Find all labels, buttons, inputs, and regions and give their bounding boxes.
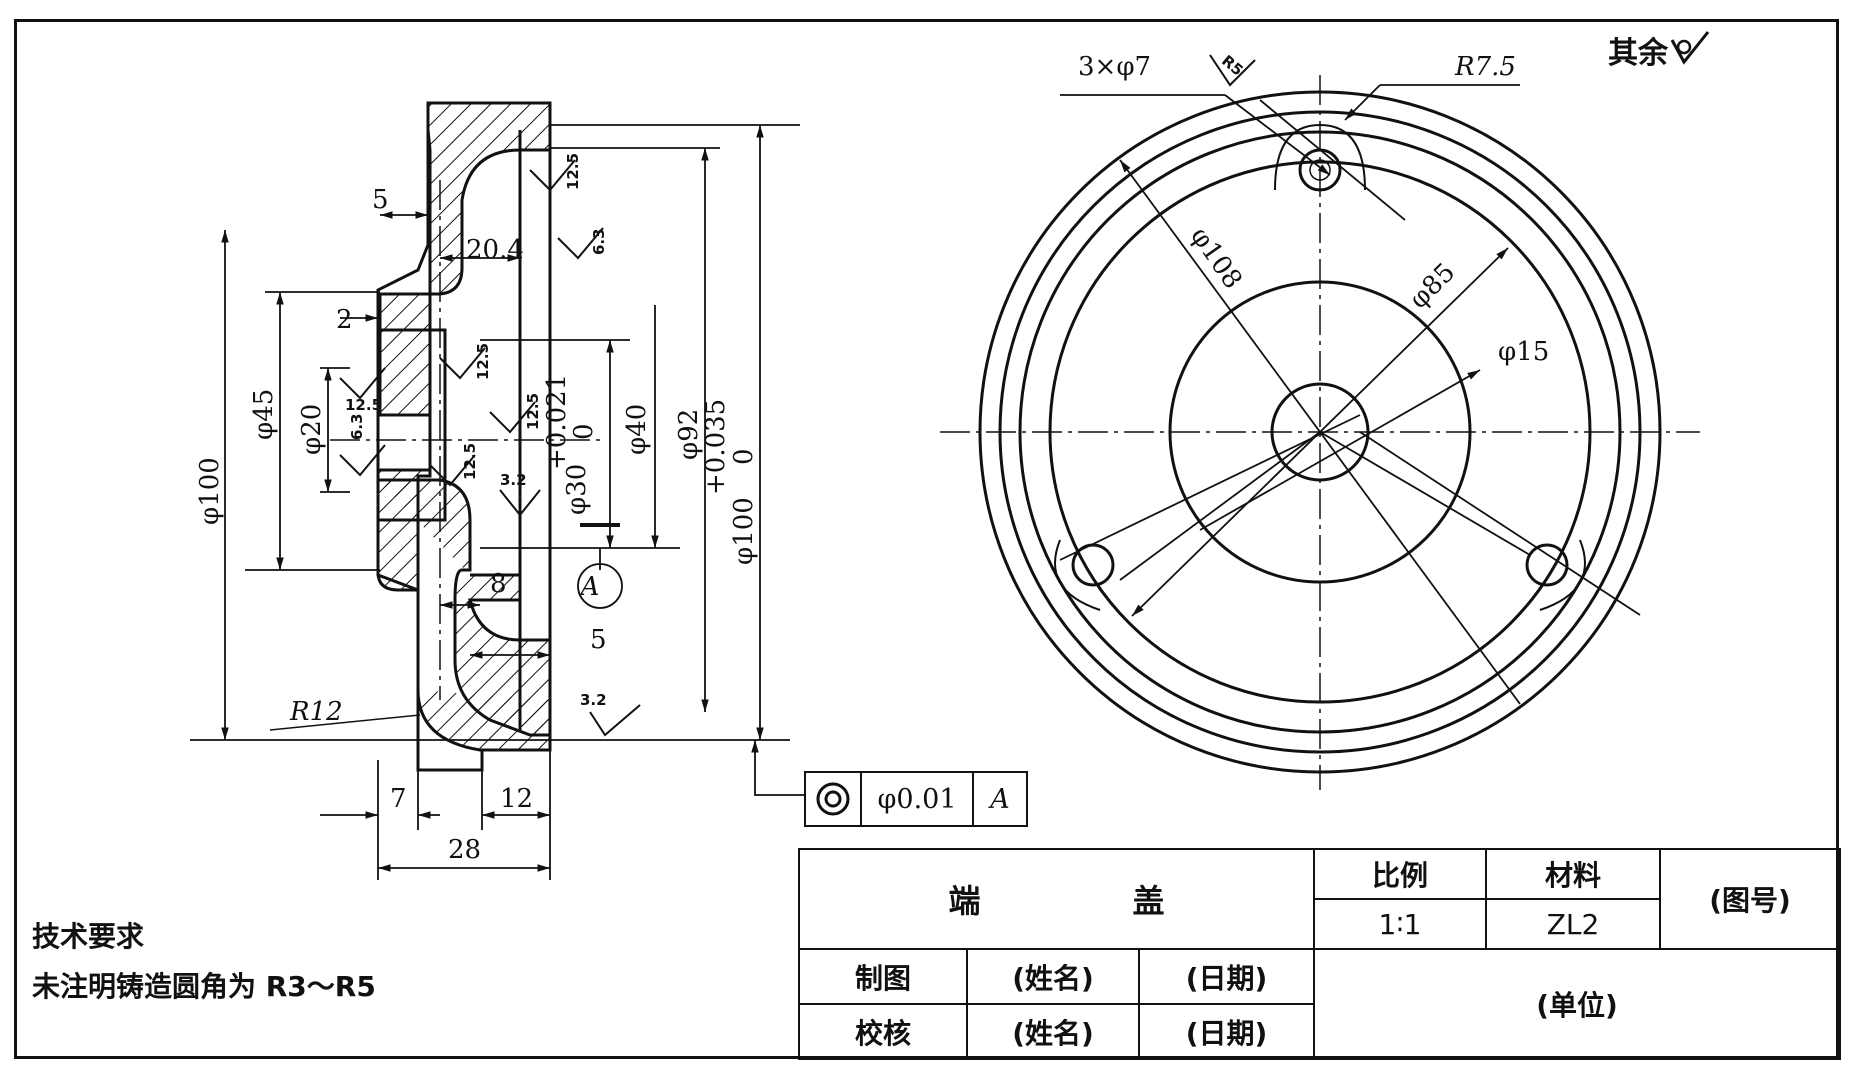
dim-phi30-nominal: φ30 [562, 464, 592, 515]
dim-phi100-upper: +0.035 [701, 399, 731, 495]
technical-requirements: 技术要求 未注明铸造圆角为 R3～R5 [32, 912, 376, 1012]
roughness-3-2-b: 3.2 [580, 691, 607, 709]
scale-value: 1∶1 [1313, 898, 1487, 950]
roughness-12-5-e: 12.5 [461, 443, 479, 480]
roughness-unmachined-icon [1670, 31, 1710, 65]
roughness-12-5-c: 12.5 [524, 393, 542, 430]
roughness-3-2-a: 3.2 [500, 471, 527, 489]
requirements-heading: 技术要求 [32, 920, 145, 953]
roughness-6-3-b: 6.3 [348, 413, 366, 440]
checked-label: 校核 [798, 1003, 968, 1060]
requirements-line: 未注明铸造圆角为 R3～R5 [32, 970, 376, 1003]
dim-3x-phi7: 3×φ7 [1078, 52, 1151, 82]
surface-finish-label: 其余 [1608, 36, 1668, 71]
dim-phi108: φ108 [1184, 222, 1247, 295]
material-value: ZL2 [1485, 898, 1661, 950]
roughness-12-5-b: 12.5 [474, 343, 492, 380]
dim-5-top: 5 [372, 185, 389, 215]
dim-20-4: 20.4 [466, 235, 524, 265]
dim-R7-5: R7.5 [1454, 52, 1516, 82]
dim-phi20: φ20 [297, 404, 327, 455]
concentricity-icon [806, 773, 862, 825]
drawing-number: (图号) [1659, 848, 1841, 950]
dim-phi85: φ85 [1404, 257, 1461, 314]
section-dimension-lines [190, 124, 804, 880]
checked-date: (日期) [1138, 1003, 1315, 1060]
section-hatch-upper [376, 101, 552, 592]
dim-phi30-upper: +0.021 [542, 374, 572, 470]
material-label: 材料 [1485, 848, 1661, 900]
dim-phi100-nominal: φ100 [729, 497, 759, 565]
roughness-12-5-a: 12.5 [564, 153, 582, 190]
dim-5-bottom: 5 [590, 625, 607, 655]
title-block: 端 盖 比例 材料 (图号) 1∶1 ZL2 制图 (姓名) (日期) (单位)… [798, 848, 1841, 1060]
dim-phi30-lower: 0 [569, 423, 599, 440]
dim-8: 8 [490, 569, 507, 599]
datum-label: A [579, 572, 600, 602]
dim-phi45: φ45 [249, 389, 279, 440]
scale-label: 比例 [1313, 848, 1487, 900]
front-view [940, 54, 1700, 790]
surface-finish-note: 其余 [1608, 28, 1712, 72]
checked-name: (姓名) [966, 1003, 1140, 1060]
tolerance-datum: A [990, 783, 1010, 815]
roughness-6-3-a: 6.3 [590, 228, 608, 255]
drawn-name: (姓名) [966, 948, 1140, 1005]
dim-7: 7 [390, 784, 407, 814]
section-labels: 5 20.4 2 φ45 φ20 φ100 φ40 φ92 8 5 R12 7 … [195, 153, 759, 865]
roughness-12-5-d: 12.5 [345, 396, 382, 414]
dim-phi100-lower: 0 [729, 448, 759, 465]
dim-28: 28 [448, 835, 481, 865]
roughness-symbols [339, 159, 641, 737]
drawn-date: (日期) [1138, 948, 1315, 1005]
dim-2: 2 [336, 305, 353, 335]
dim-phi15: φ15 [1498, 337, 1549, 367]
tolerance-frame: φ0.01 A [804, 771, 1028, 827]
front-view-labels: 3×φ7 R7.5 R5 φ108 φ85 φ15 [1078, 52, 1549, 367]
dim-phi92: φ92 [674, 409, 704, 460]
drawn-label: 制图 [798, 948, 968, 1005]
part-name: 端 盖 [798, 848, 1315, 950]
dim-phi100-left: φ100 [195, 457, 225, 525]
dim-phi40: φ40 [622, 404, 652, 455]
dim-12: 12 [500, 784, 533, 814]
tolerance-value: φ0.01 [862, 773, 974, 825]
dim-R12: R12 [289, 697, 343, 727]
company: (单位) [1313, 948, 1841, 1060]
